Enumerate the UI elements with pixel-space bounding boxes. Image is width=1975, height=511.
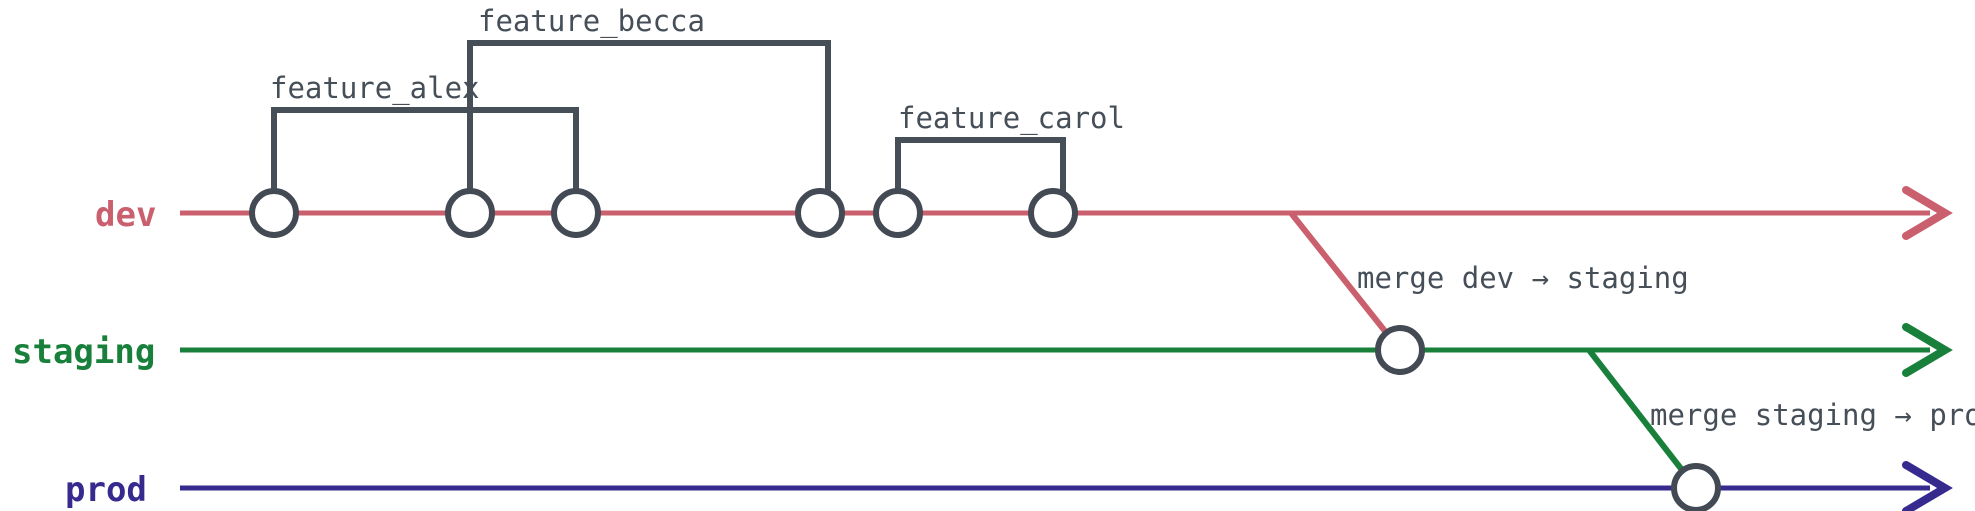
staging-arrowhead-icon [1902, 323, 1953, 377]
commit-node[interactable] [1671, 463, 1721, 511]
commit-node[interactable] [795, 188, 845, 238]
branch-line-prod[interactable] [180, 461, 1953, 511]
merge-label-dev-staging: merge dev → staging [1357, 261, 1689, 295]
commit-node[interactable] [551, 188, 601, 238]
branch-line-staging[interactable] [180, 323, 1953, 377]
branch-label-dev: dev [95, 195, 156, 235]
feature-label-becca: feature_becca [478, 4, 705, 39]
dev-arrowhead-icon [1902, 186, 1953, 240]
feature-label-alex: feature_alex [270, 71, 480, 106]
branch-label-prod: prod [65, 470, 147, 510]
feature-becca-bracket[interactable] [467, 40, 831, 213]
feature-labels-group: feature_alex feature_becca feature_carol [270, 4, 1125, 136]
commit-nodes-group [249, 188, 1721, 511]
branch-labels-group: dev staging prod [12, 195, 156, 510]
commit-node[interactable] [873, 188, 923, 238]
feature-label-carol: feature_carol [898, 101, 1125, 136]
prod-arrowhead-icon [1902, 461, 1953, 511]
merge-labels-group: merge dev → staging merge staging → prod [1357, 261, 1975, 432]
merge-staging-prod-line[interactable] [1586, 348, 1699, 490]
merge-lines-group [1288, 211, 1699, 490]
commit-node[interactable] [1028, 188, 1078, 238]
feature-alex-bracket[interactable] [271, 107, 579, 213]
commit-node[interactable] [249, 188, 299, 238]
feature-brackets-group [271, 40, 1066, 213]
merge-dev-staging-line[interactable] [1288, 211, 1403, 352]
commit-node[interactable] [1375, 325, 1425, 375]
commit-node[interactable] [445, 188, 495, 238]
merge-label-staging-prod: merge staging → prod [1650, 398, 1975, 432]
feature-carol-bracket[interactable] [895, 137, 1066, 213]
branch-label-staging: staging [12, 332, 155, 372]
